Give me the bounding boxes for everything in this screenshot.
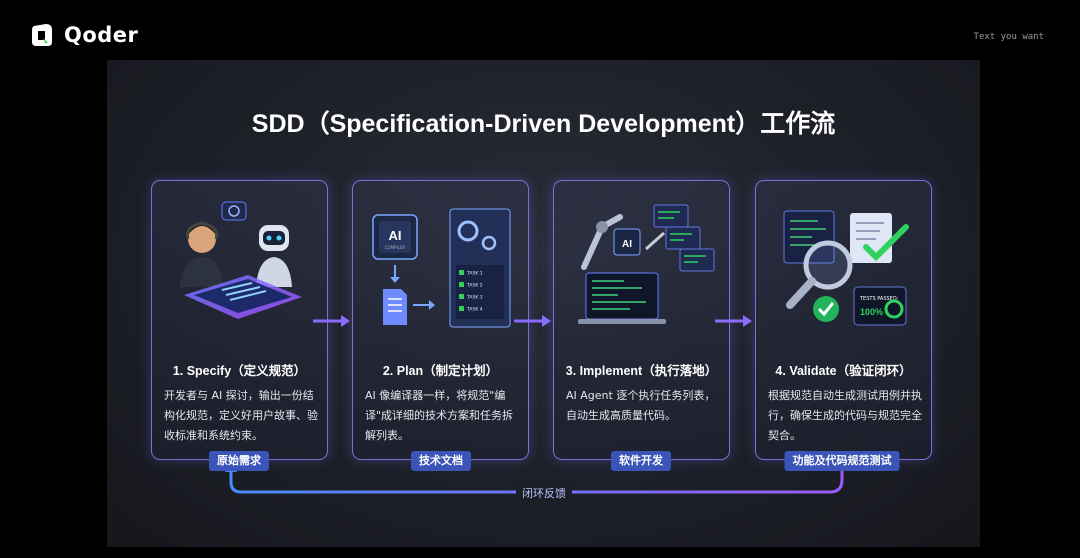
ai-compiler-icon: AI COMPILER TASK 1 TASK 2 TASK 3 TASK 4 [372,208,511,328]
task-label: TASK 1 [466,271,483,277]
step-card-validate: TESTS PASSED: 100% 4. Validate（验证闭环） 根据规… [755,180,932,460]
step-description: 开发者与 AI 探讨，输出一份结构化规范，定义好用户故事、验收标准和系统约束。 [164,389,318,442]
chip-label: AI [389,228,402,243]
tests-value: 100% [860,307,883,317]
feedback-loop-label: 闭环反馈 [516,485,572,501]
task-label: TASK 4 [466,307,483,313]
top-right-text: Text you want [973,32,1044,42]
step-card-implement: AI 3. Implement（执行落地） AI Agent 逐个执行任务列表，… [553,180,730,460]
arrow-right-icon [514,315,551,327]
step-title: 3. Implement（执行落地） [565,364,718,378]
step-tag: 软件开发 [611,451,671,471]
step-title: 2. Plan（制定计划） [382,364,499,378]
tests-label: TESTS PASSED: [859,296,899,302]
robot-arm-code-icon: AI [578,204,715,324]
brand-logo[interactable]: Qoder [30,22,138,48]
developer-and-robot-icon [180,201,302,319]
task-label: TASK 3 [466,295,483,301]
chip-label: AI [622,239,632,250]
arrow-right-icon [715,315,752,327]
step-tag: 技术文档 [411,451,471,471]
step-tag: 原始需求 [209,451,269,471]
top-bar: Qoder Text you want [0,0,1080,60]
diagram-title: SDD（Specification-Driven Development）工作流 [251,110,836,138]
step-card-plan: AI COMPILER TASK 1 TASK 2 TASK 3 TASK 4 … [352,180,529,460]
step-title: 4. Validate（验证闭环） [775,364,912,378]
task-label: TASK 2 [466,283,483,289]
step-description: AI Agent 逐个执行任务列表，自动生成高质量代码。 [566,389,716,422]
step-description: 根据规范自动生成测试用例并执行，确保生成的代码与规范完全契合。 [768,389,922,442]
step-card-specify: 1. Specify（定义规范） 开发者与 AI 探讨，输出一份结构化规范，定义… [151,180,328,460]
step-tag: 功能及代码规范测试 [784,451,900,471]
chip-sublabel: COMPILER [385,245,406,250]
qoder-logo-icon [32,24,52,46]
diagram-slide: SDD（Specification-Driven Development）工作流 [107,60,980,547]
step-description: AI 像编译器一样，将规范"编译"成详细的技术方案和任务拆解列表。 [365,389,514,442]
brand-name: Qoder [64,23,139,47]
magnifier-test-icon: TESTS PASSED: 100% [783,210,909,326]
arrow-right-icon [313,315,350,327]
step-title: 1. Specify（定义规范） [172,364,307,378]
